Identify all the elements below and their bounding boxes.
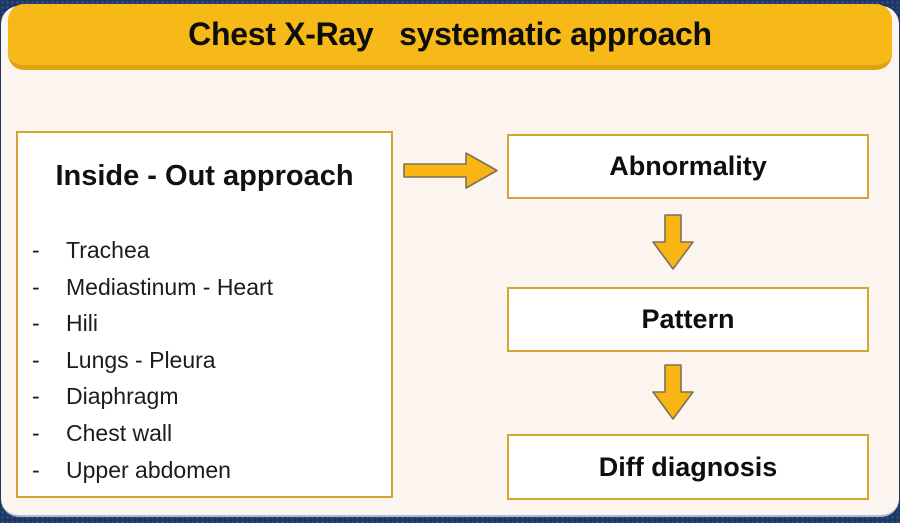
arrow-down-icon (652, 364, 694, 420)
dash-marker: - (32, 383, 40, 410)
dash-marker: - (32, 346, 40, 373)
list-item: - Hili (32, 305, 391, 342)
list-item-label: Trachea (66, 237, 150, 263)
flow-step-label: Diff diagnosis (598, 451, 778, 482)
list-item: - Lungs - Pleura (32, 342, 391, 379)
list-item: - Diaphragm (32, 378, 391, 415)
dash-marker: - (32, 273, 40, 300)
arrow-down-icon (652, 214, 694, 270)
title-banner: Chest X-Ray systematic approach (8, 4, 892, 70)
flow-step-label: Pattern (641, 304, 735, 334)
anatomy-checklist: - Trachea - Mediastinum - Heart - Hili -… (18, 232, 391, 488)
inside-out-approach-box: Inside - Out approach - Trachea - Medias… (16, 131, 393, 498)
list-item-label: Diaphragm (66, 383, 179, 410)
flow-step-diff-diagnosis: Diff diagnosis (507, 434, 869, 500)
list-item-label: Hili (66, 310, 98, 337)
flow-step-label: Abnormality (609, 151, 767, 181)
page-title: Chest X-Ray systematic approach (188, 16, 712, 52)
list-item: - Chest wall (32, 415, 391, 452)
arrow-right-icon (403, 152, 498, 189)
list-item-label: Mediastinum - Heart (66, 273, 274, 300)
dash-marker: - (32, 456, 40, 483)
list-item-label: Upper abdomen (66, 456, 231, 483)
flow-step-abnormality: Abnormality (507, 134, 869, 199)
dash-marker: - (32, 419, 40, 446)
inside-out-heading: Inside - Out approach (55, 160, 354, 192)
flow-step-pattern: Pattern (507, 287, 869, 352)
list-item: - Mediastinum - Heart (32, 269, 391, 306)
list-item-label: Chest wall (66, 419, 173, 446)
list-item: - Trachea (32, 232, 391, 269)
dash-marker: - (32, 237, 40, 263)
list-item: - Upper abdomen (32, 452, 391, 489)
list-item-label: Lungs - Pleura (66, 346, 216, 373)
dash-marker: - (32, 310, 40, 337)
